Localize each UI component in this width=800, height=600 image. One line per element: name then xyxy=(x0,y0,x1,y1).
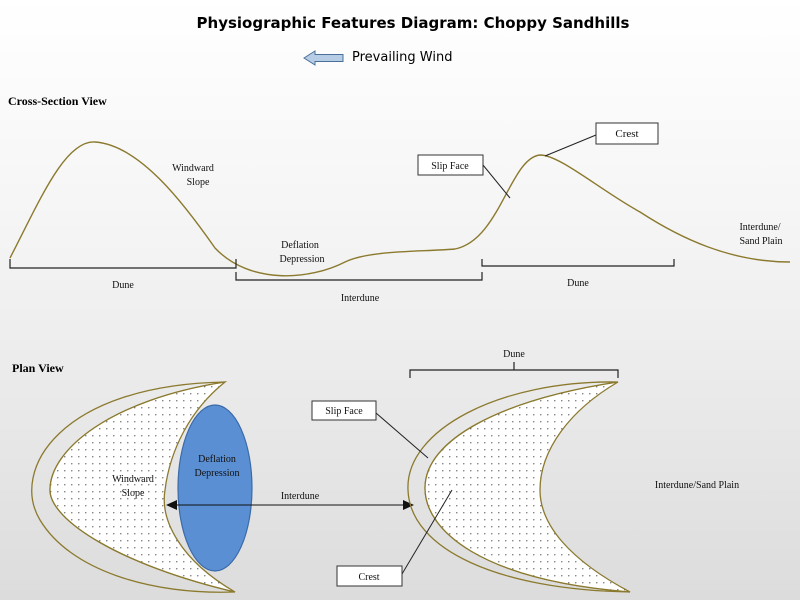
plan-crest-callout xyxy=(336,565,403,587)
dune-right-bracket xyxy=(481,259,675,267)
wind-indicator: Prevailing Wind xyxy=(303,50,452,66)
crest-callout-text: Crest xyxy=(615,128,638,140)
left-arrow-icon xyxy=(303,50,344,66)
deflation-depression-label-2: Depression xyxy=(280,254,325,265)
dune-left-label: Dune xyxy=(112,280,134,291)
diagram-title: Physiographic Features Diagram: Choppy S… xyxy=(197,14,630,32)
interdune-label: Interdune xyxy=(341,293,380,304)
dune-right-label: Dune xyxy=(567,278,589,289)
plan-view-heading: Plan View xyxy=(12,361,64,375)
plan-dune-bracket xyxy=(409,369,619,378)
plan-slip-face-callout-text: Slip Face xyxy=(325,406,363,417)
plan-dune-label: Dune xyxy=(503,349,525,360)
plan-slip-face-leader xyxy=(375,412,429,459)
left-crescent-dune xyxy=(31,380,236,593)
plan-deflation-label-1: Deflation xyxy=(198,454,236,465)
cross-section-heading: Cross-Section View xyxy=(8,94,107,108)
windward-slope-label-1: Windward xyxy=(172,163,214,174)
interdune-sand-plain-label-2: Sand Plain xyxy=(739,236,782,247)
plan-interdune-sand-plain-label: Interdune/Sand Plain xyxy=(655,480,739,491)
windward-slope-label-2: Slope xyxy=(187,177,210,188)
crest-leader xyxy=(544,134,597,157)
dune-left-bracket xyxy=(9,259,237,269)
plan-windward-label-2: Slope xyxy=(122,488,145,499)
slip-face-callout-text: Slip Face xyxy=(431,161,469,172)
plan-slip-face-callout xyxy=(311,400,377,421)
plan-interdune-label: Interdune xyxy=(281,491,320,502)
plan-crest-leader xyxy=(401,489,453,575)
interdune-sand-plain-label-1: Interdune/ xyxy=(739,222,780,233)
plan-crest-callout-text: Crest xyxy=(358,572,379,583)
plan-deflation-label-2: Depression xyxy=(195,468,240,479)
wind-label: Prevailing Wind xyxy=(352,50,452,65)
deflation-depression-label-1: Deflation xyxy=(281,240,319,251)
plan-windward-label-1: Windward xyxy=(112,474,154,485)
interdune-bracket xyxy=(235,272,483,281)
crest-callout xyxy=(595,122,659,145)
right-crescent-dune xyxy=(407,381,631,593)
interdune-span-arrow xyxy=(166,500,414,510)
slip-face-leader xyxy=(482,164,511,199)
dune-profile-line xyxy=(9,141,791,277)
deflation-depression-ellipse xyxy=(177,404,253,572)
slip-face-callout xyxy=(417,154,484,176)
